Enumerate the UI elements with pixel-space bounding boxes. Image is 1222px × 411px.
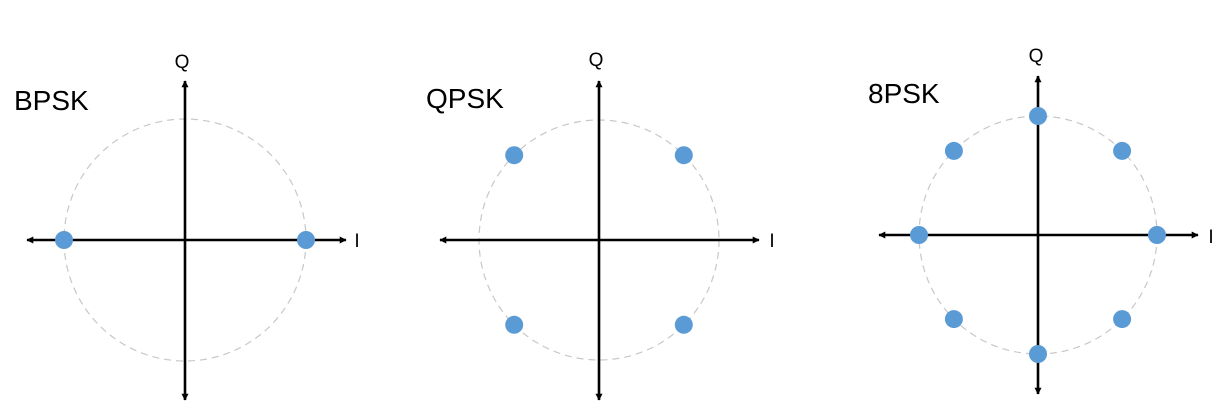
constellation-point [1113,310,1132,329]
i-axis-label: I [769,231,774,252]
diagram-title: BPSK [14,85,89,116]
constellation-point [55,231,73,249]
diagram-title: QPSK [426,83,504,114]
constellation-point [1148,226,1166,244]
constellation-point [1113,141,1132,160]
constellation-point [674,146,693,165]
8psk-diagram: Q I 8PSK [868,46,1214,395]
constellation-point [1029,345,1047,363]
constellation-point [505,146,524,165]
constellation-point [674,315,693,334]
constellation-point [297,231,315,249]
i-axis-label: I [354,231,359,252]
i-axis-label: I [1208,227,1213,248]
qpsk-diagram: Q I QPSK [426,50,775,401]
constellation-point [910,226,928,244]
constellation-points [55,231,315,249]
q-axis-label: Q [175,52,190,73]
constellation-points [505,146,693,334]
constellation-point [944,310,963,329]
constellation-point [505,315,524,334]
q-axis-label: Q [589,50,604,71]
constellation-point [944,141,963,160]
constellation-points [910,107,1166,363]
q-axis-label: Q [1029,46,1044,67]
constellation-point [1029,107,1047,125]
bpsk-diagram: Q I BPSK [14,52,360,401]
diagram-title: 8PSK [868,78,940,109]
